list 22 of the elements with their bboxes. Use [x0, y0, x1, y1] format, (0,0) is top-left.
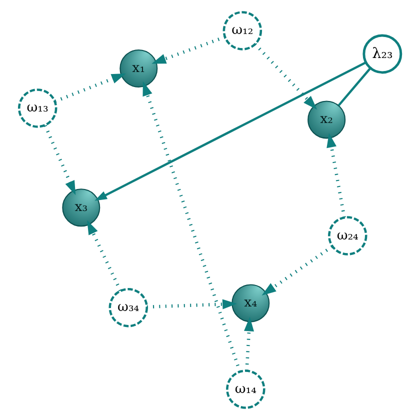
node-circle: x₂ [308, 100, 346, 139]
arrow [254, 43, 318, 110]
arrow [54, 74, 126, 103]
connector [338, 67, 372, 106]
arrow [94, 61, 366, 201]
arrow [152, 36, 226, 64]
node-circle: λ₂₃ [362, 34, 402, 74]
arrow [87, 220, 122, 292]
node-circle: ω₁₄ [226, 370, 266, 409]
arrow [146, 299, 237, 310]
node-circle: ω₁₂ [222, 11, 262, 50]
node-circle: x₃ [62, 188, 100, 227]
node-circle: ω₂₄ [328, 216, 368, 256]
node-circle: ω₃₄ [108, 288, 148, 328]
arrow [262, 245, 333, 296]
node-circle: ω₁₃ [18, 88, 58, 128]
node-circle: x₄ [232, 284, 270, 322]
arrow [142, 81, 242, 372]
node-circle: x₁ [120, 50, 158, 88]
arrow [44, 124, 76, 196]
arrow [244, 316, 254, 371]
arrow [326, 133, 346, 218]
